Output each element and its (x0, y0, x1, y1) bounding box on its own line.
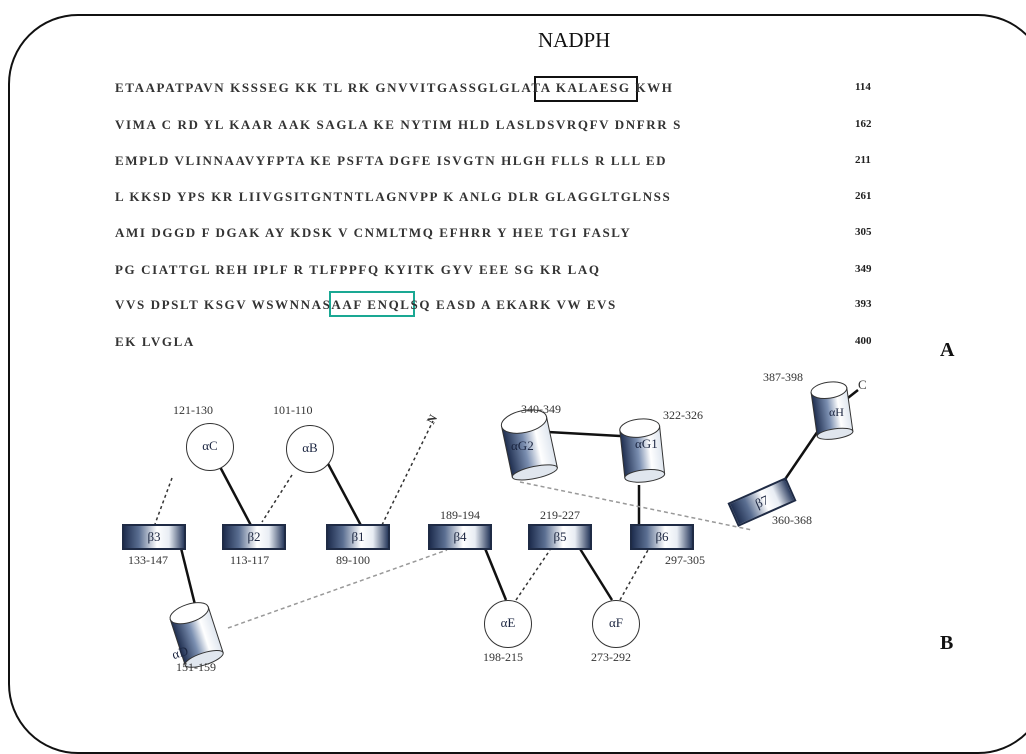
panel-label-a: A (940, 339, 955, 361)
helix-aE-range: 198-215 (483, 650, 523, 664)
connector-aF-b6 (619, 549, 649, 601)
strand-b5-range: 219-227 (540, 508, 580, 522)
helix-aD-range: 151-159 (176, 660, 216, 674)
connector-aB-b2 (261, 474, 293, 523)
connector-b1-N (381, 420, 434, 526)
strand-b3-range: 133-147 (128, 553, 168, 567)
strand-b1: β1 (326, 524, 390, 550)
helix-aC-range: 121-130 (173, 403, 213, 417)
sequence-end-number: 349 (855, 263, 872, 275)
helix-aG1-label: αG1 (635, 436, 658, 451)
helix-aE: αE (484, 600, 532, 648)
strand-b3: β3 (122, 524, 186, 550)
sequence-end-number: 393 (855, 298, 872, 310)
sequence-line: VIMA C RD YL KAAR AAK SAGLA KE NYTIM HLD… (115, 117, 682, 132)
helix-aH-cylinder (810, 381, 854, 440)
sequence-line: VVS DPSLT KSGV WSWNNASAAF ENQLSQ EASD A … (115, 297, 617, 312)
highlighted-motif-box (329, 291, 415, 317)
helix-aF: αF (592, 600, 640, 648)
helix-aD-cylinder (169, 602, 224, 668)
helix-aG2-range: 340-349 (521, 402, 561, 416)
connector-aG2-b7 (519, 481, 753, 531)
strand-b6: β6 (630, 524, 694, 550)
sequence-line: L KKSD YPS KR LIIVGSITGNTNTLAGNVPP K ANL… (115, 189, 672, 204)
strand-b6-range: 297-305 (665, 553, 705, 567)
sequence-line: PG CIATTGL REH IPLF R TLFPPFQ KYITK GYV … (115, 262, 601, 277)
sequence-end-number: 400 (855, 335, 872, 347)
strand-b2-range: 113-117 (230, 553, 270, 567)
sequence-end-number: 114 (855, 81, 871, 93)
helix-aH-label: αH (829, 405, 844, 419)
helix-aF-range: 273-292 (591, 650, 631, 664)
helix-aH-range: 387-398 (763, 370, 803, 384)
strand-b7-range: 360-368 (772, 513, 812, 527)
panel-label-b: B (940, 632, 954, 654)
sequence-end-number: 261 (855, 190, 872, 202)
sequence-line: ETAAPATPAVN KSSSEG KK TL RK GNVVITGASSGL… (115, 80, 674, 95)
nadph-title: NADPH (538, 28, 611, 52)
sequence-line: EMPLD VLINNAAVYFPTA KE PSFTA DGFE ISVGTN… (115, 153, 668, 168)
sequence-end-number: 162 (855, 118, 872, 130)
strand-b5: β5 (528, 524, 592, 550)
helix-aG1-range: 322-326 (663, 408, 703, 422)
sequence-line: AMI DGGD F DGAK AY KDSK V CNMLTMQ EFHRR … (115, 225, 632, 240)
connector-aD-b4 (227, 549, 448, 629)
strand-b2: β2 (222, 524, 286, 550)
strand-b1-range: 89-100 (336, 553, 370, 567)
c-terminus-label: C (858, 377, 867, 392)
helix-aG2-cylinder (500, 409, 558, 481)
helix-aG1-cylinder (619, 418, 666, 483)
strand-b4: β4 (428, 524, 492, 550)
helix-aG2-label: αG2 (511, 438, 534, 453)
connector-aE-b5 (515, 549, 551, 601)
connector-aC-b3 (154, 477, 173, 525)
nadph-binding-motif-box (534, 76, 638, 102)
sequence-line: EK LVGLA (115, 334, 195, 349)
helix-aB: αB (286, 425, 334, 473)
helix-aB-range: 101-110 (273, 403, 313, 417)
sequence-end-number: 305 (855, 226, 872, 238)
helix-aC: αC (186, 423, 234, 471)
sequence-end-number: 211 (855, 154, 871, 166)
strand-b4-range: 189-194 (440, 508, 480, 522)
